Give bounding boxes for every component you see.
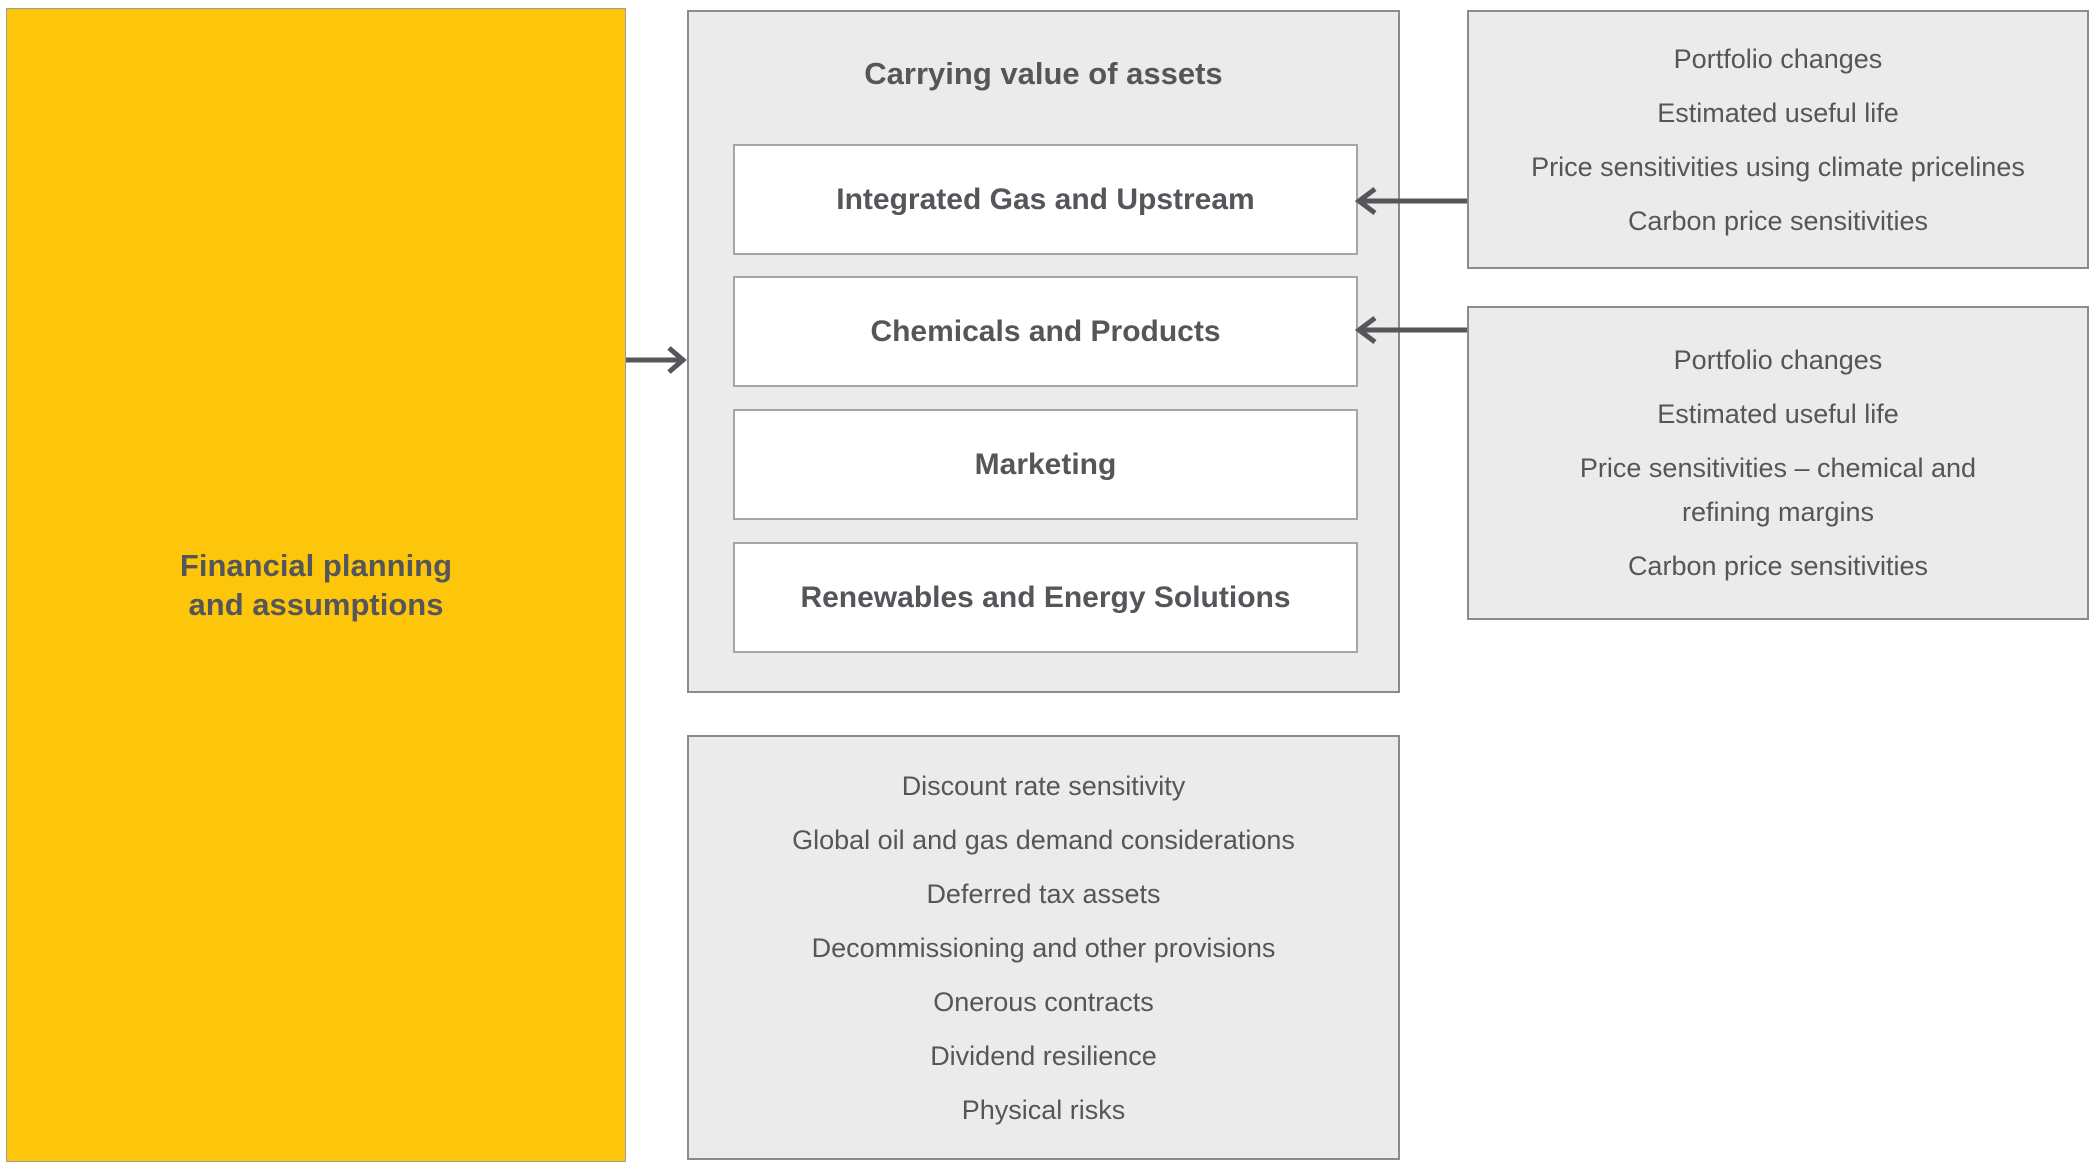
carrying-value-title: Carrying value of assets <box>864 56 1223 91</box>
consideration-item: Onerous contracts <box>933 986 1154 1017</box>
carrying-value-panel: Carrying value of assets Integrated Gas … <box>687 10 1400 693</box>
segment-integrated-gas-upstream: Integrated Gas and Upstream <box>733 144 1358 255</box>
consideration-item: Discount rate sensitivity <box>901 770 1186 801</box>
consideration-item: Global oil and gas demand considerations <box>792 824 1295 855</box>
connector-factors-to-integrated-gas <box>1355 187 1467 215</box>
considerations-panel: Discount rate sensitivity Global oil and… <box>687 735 1400 1160</box>
factor-item: Price sensitivities using climate pricel… <box>1531 151 2025 182</box>
financial-planning-title: Financial planning and assumptions <box>180 546 452 624</box>
arrow-right-icon <box>626 345 687 375</box>
consideration-item: Dividend resilience <box>930 1040 1157 1071</box>
connector-financial-to-carrying <box>626 346 687 374</box>
segment-marketing: Marketing <box>733 409 1358 520</box>
chemicals-factors-panel: Portfolio changes Estimated useful life … <box>1467 306 2089 620</box>
connector-factors-to-chemicals <box>1355 316 1467 344</box>
factor-item: Carbon price sensitivities <box>1627 551 1929 581</box>
arrow-left-icon <box>1355 186 1467 216</box>
factor-item: Portfolio changes <box>1673 345 1883 375</box>
factor-item: Estimated useful life <box>1657 399 1899 429</box>
factor-item: Price sensitivities – chemical and refin… <box>1579 453 1977 527</box>
consideration-item: Deferred tax assets <box>926 878 1161 909</box>
arrow-left-icon <box>1355 315 1467 345</box>
factor-item: Portfolio changes <box>1673 43 1883 74</box>
financial-planning-title-line2: and assumptions <box>188 587 444 622</box>
upstream-factors-panel: Portfolio changes Estimated useful life … <box>1467 10 2089 269</box>
segment-renewables-energy-solutions: Renewables and Energy Solutions <box>733 542 1358 653</box>
financial-planning-title-line1: Financial planning <box>179 548 453 583</box>
segment-chemicals-products: Chemicals and Products <box>733 276 1358 387</box>
financial-planning-panel: Financial planning and assumptions <box>6 8 626 1162</box>
factor-item: Carbon price sensitivities <box>1627 205 1929 236</box>
consideration-item: Physical risks <box>961 1094 1126 1125</box>
factor-item: Estimated useful life <box>1657 97 1899 128</box>
consideration-item: Decommissioning and other provisions <box>811 932 1276 963</box>
